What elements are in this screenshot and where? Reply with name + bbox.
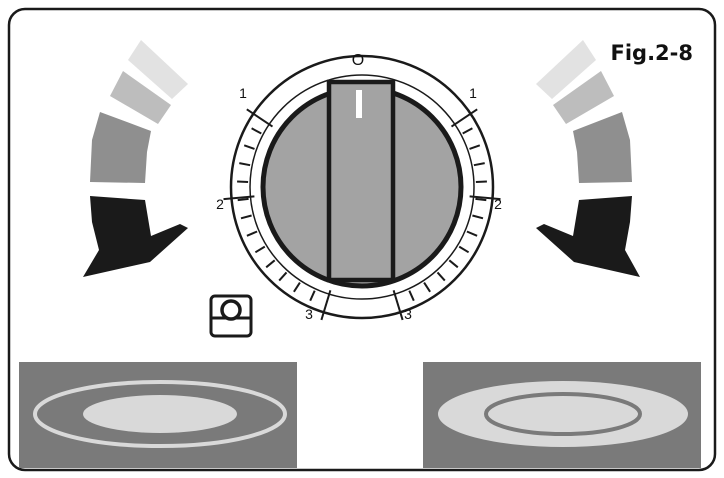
dial-major-tick	[320, 290, 332, 321]
dial-major-tick	[450, 108, 478, 128]
right-arrow-head	[536, 196, 640, 277]
dial-inner-ring	[249, 74, 475, 300]
right-outer-zone-active	[438, 381, 688, 447]
dial-minor-tick	[436, 271, 446, 282]
dial-label-3-left: 3	[305, 306, 313, 322]
dial-major-tick	[469, 195, 501, 201]
figure-label: Fig.2-8	[611, 41, 694, 65]
dial-minor-tick	[237, 180, 249, 183]
dial-minor-tick	[240, 214, 252, 220]
dial-minor-tick	[251, 127, 262, 135]
dial-minor-tick	[475, 180, 487, 183]
dial-minor-tick	[278, 271, 288, 282]
dial-minor-tick	[243, 144, 255, 150]
right-arrow-lighter-segment	[536, 40, 596, 99]
dial-label-1-left: 1	[239, 85, 247, 101]
dial-minor-tick	[265, 259, 276, 269]
left-outer-zone-ring	[33, 380, 287, 448]
right-inner-zone-ring	[484, 392, 642, 436]
left-arrow-head	[83, 196, 188, 277]
dial-label-1-right: 1	[469, 85, 477, 101]
knob-indicator	[356, 90, 362, 118]
dial-minor-tick	[458, 245, 470, 254]
dial-minor-tick	[466, 230, 478, 237]
control-dial[interactable]: O 1 1 2 2 3 3	[216, 52, 502, 322]
dial-minor-tick	[473, 162, 485, 167]
dial-minor-tick	[462, 127, 473, 135]
right-rotation-arrow	[536, 40, 640, 277]
dial-minor-tick	[254, 245, 266, 254]
dial-minor-tick	[408, 290, 415, 302]
dial-label-3-right: 3	[404, 306, 412, 322]
left-hotplate-panel	[19, 362, 297, 468]
left-arrow-light-segment	[110, 71, 171, 124]
dial-off-label: O	[352, 52, 364, 69]
dial-minor-tick	[423, 282, 431, 293]
dial-label-2-right: 2	[494, 196, 502, 212]
dial-minor-tick	[246, 230, 258, 237]
dial-minor-tick	[469, 144, 481, 150]
dial-minor-tick	[448, 259, 459, 269]
left-arrow-mid-segment	[90, 112, 151, 183]
dial-major-tick	[246, 108, 274, 128]
dial-minor-tick	[293, 282, 301, 293]
right-arrow-light-segment	[553, 71, 614, 124]
left-arrow-lighter-segment	[128, 40, 188, 99]
dial-minor-tick	[239, 162, 251, 167]
dial-major-tick	[223, 195, 255, 201]
right-arrow-mid-segment	[573, 112, 632, 183]
dial-minor-tick	[472, 214, 484, 220]
dial-label-2-left: 2	[216, 196, 224, 212]
left-rotation-arrow	[83, 40, 188, 277]
dial-minor-tick	[475, 197, 487, 202]
right-hotplate-panel	[423, 362, 701, 468]
dial-scale-ticks	[223, 108, 501, 321]
dual-zone-symbol-icon	[209, 294, 253, 338]
dial-minor-tick	[309, 290, 316, 302]
dial-major-tick	[392, 290, 404, 321]
dial-minor-tick	[237, 197, 249, 202]
left-inner-zone-active	[83, 395, 237, 433]
